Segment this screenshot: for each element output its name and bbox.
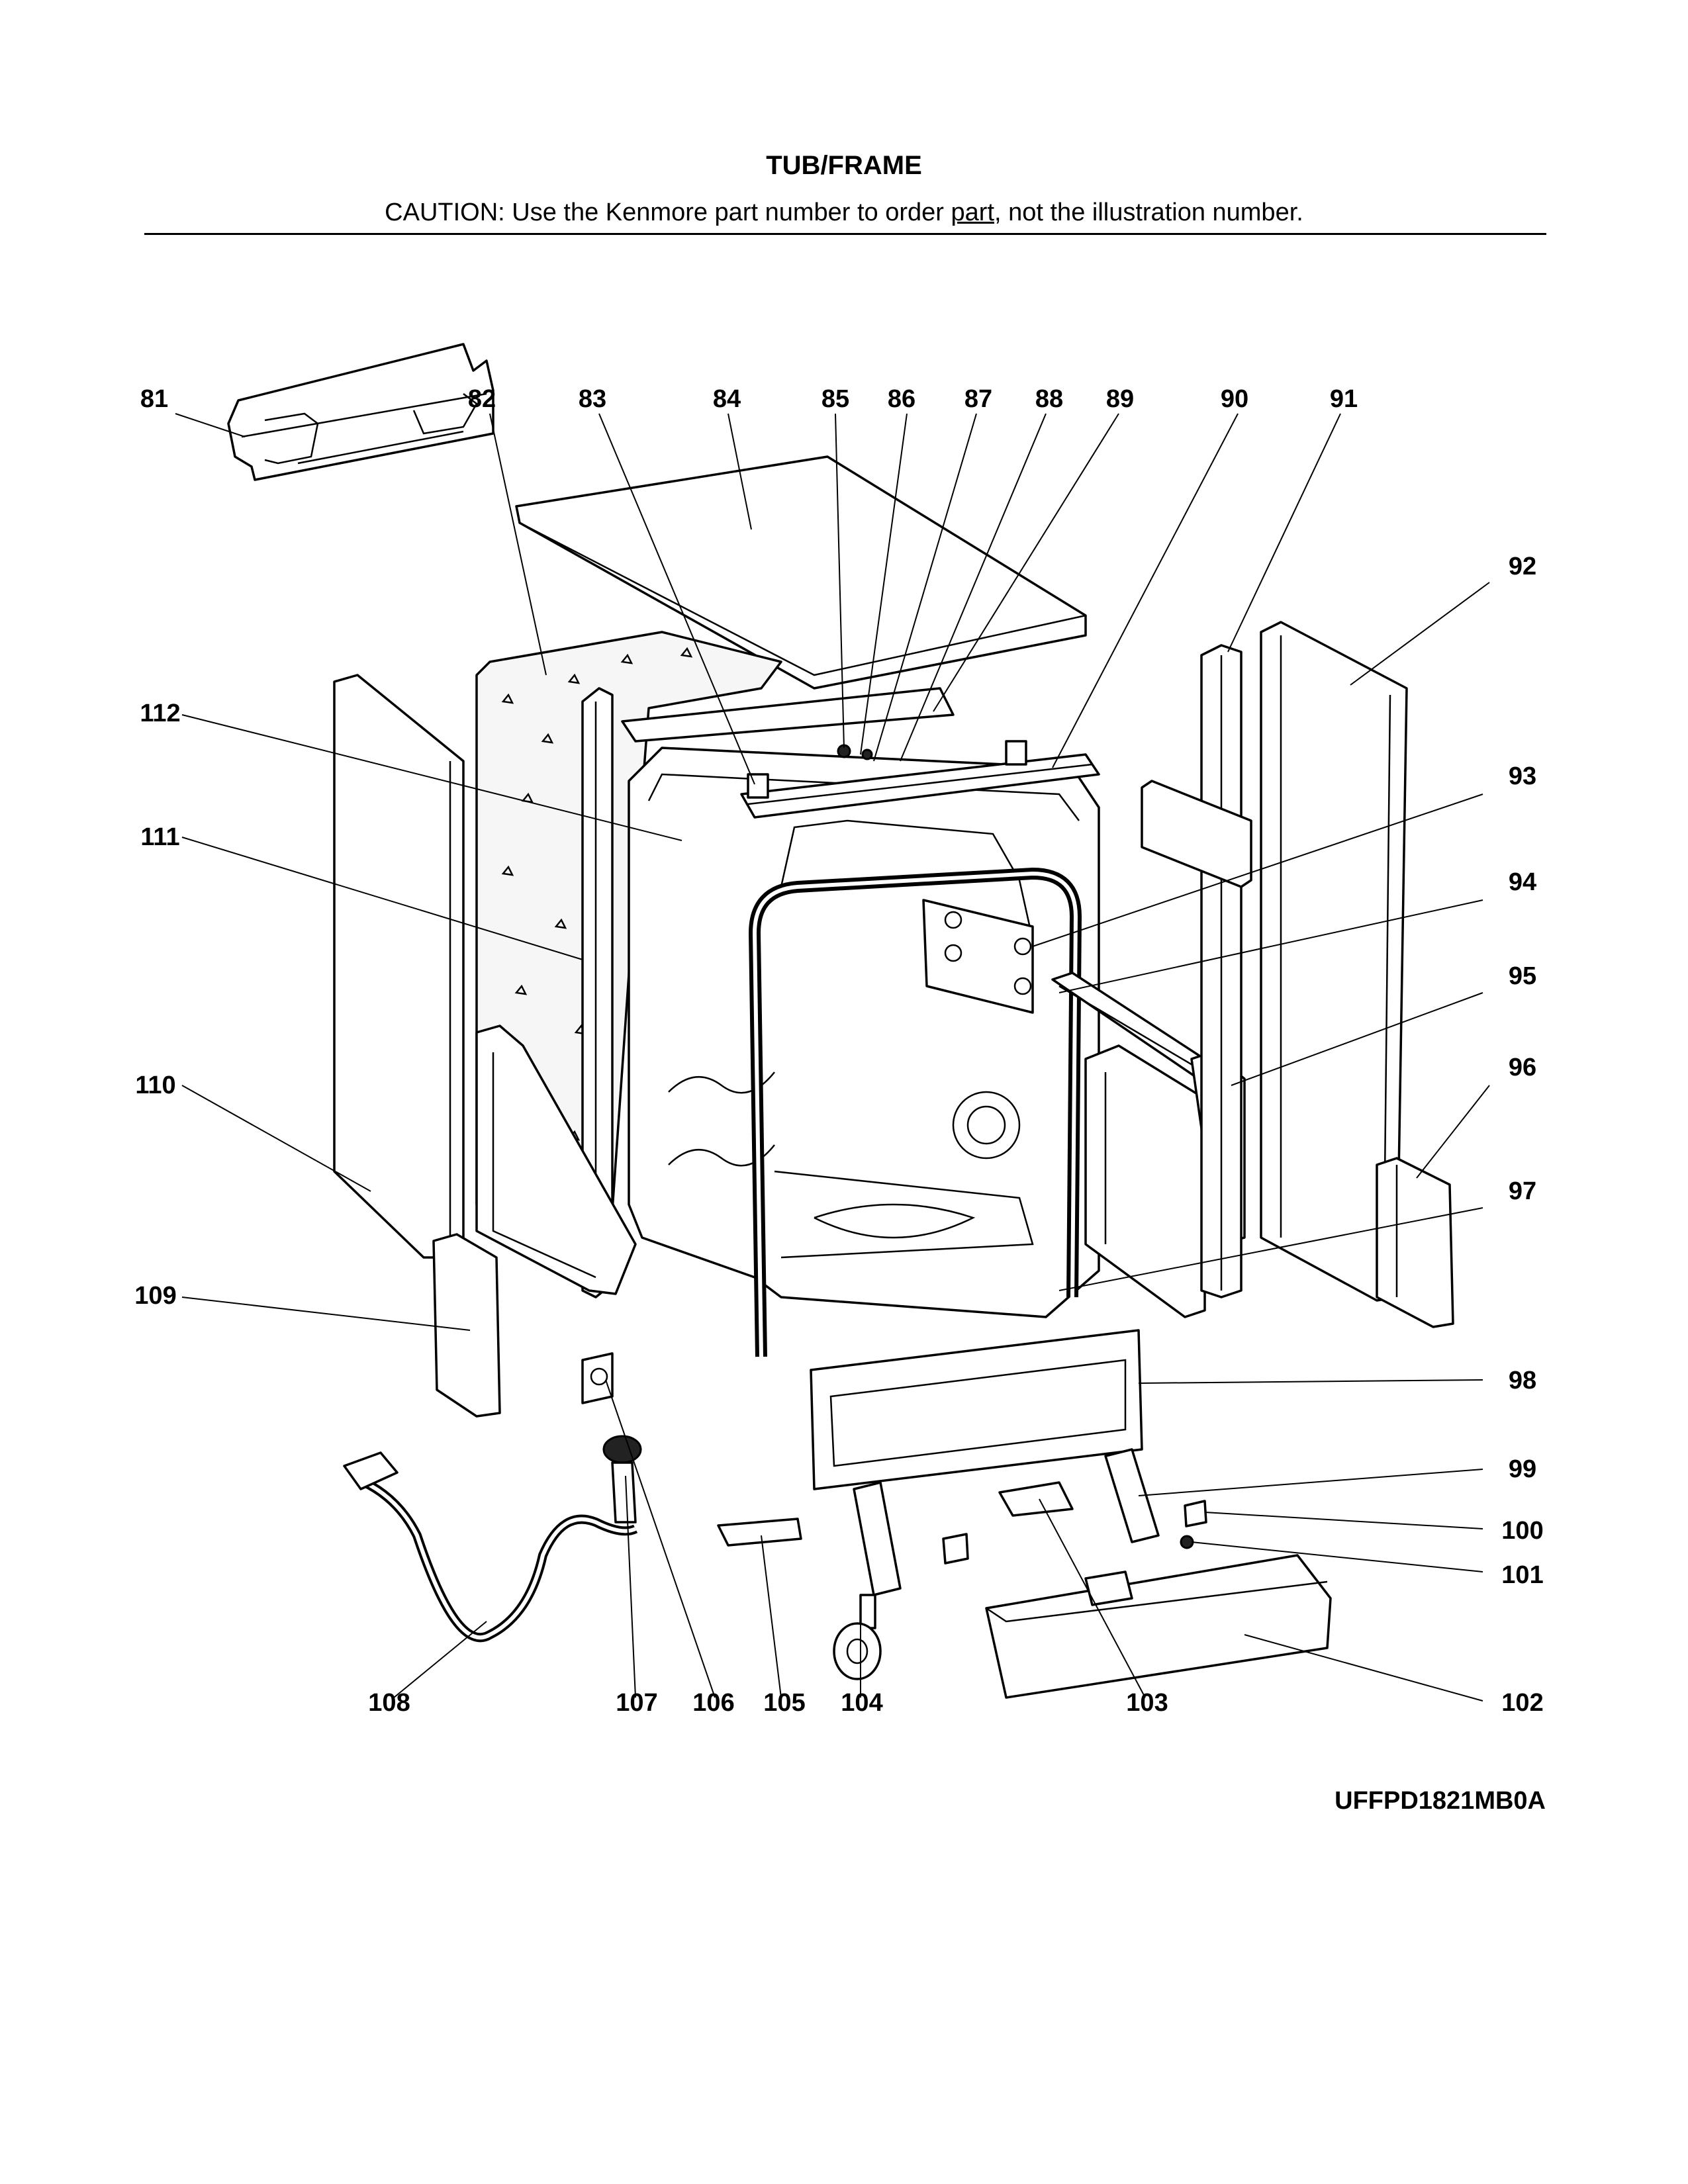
tub-body (628, 747, 1100, 1318)
callout-83: 83 (579, 385, 606, 413)
part-90-right-rail (1141, 644, 1252, 1298)
callout-93: 93 (1509, 762, 1536, 790)
callout-110: 110 (135, 1071, 175, 1099)
callout-99: 99 (1509, 1455, 1536, 1483)
callout-90: 90 (1221, 385, 1248, 413)
tub-top-frame (621, 687, 1100, 819)
callout-92: 92 (1509, 553, 1536, 580)
part-96-bracket (1376, 1157, 1454, 1328)
callout-106: 106 (692, 1689, 734, 1717)
part-99-leg-bracket (1104, 1448, 1160, 1543)
callout-105: 105 (763, 1689, 805, 1717)
part-102-kickplate (985, 1554, 1332, 1699)
part-105-bracket (717, 1518, 802, 1547)
callout-95: 95 (1509, 962, 1536, 990)
callout-102: 102 (1501, 1689, 1543, 1717)
callout-89: 89 (1106, 385, 1134, 413)
part-84-top-cover (515, 455, 1087, 690)
caution-part-link[interactable]: part (951, 199, 994, 226)
part-97-door-gasket (748, 867, 1082, 1357)
callout-94: 94 (1509, 868, 1536, 896)
callout-numbers: 81 82 83 84 85 86 87 88 89 90 91 92 93 9… (134, 385, 1543, 1717)
part-108-power-cord (343, 1451, 638, 1643)
part-111-frame-rail (475, 687, 637, 1298)
part-81-top-insulation (227, 343, 494, 481)
callout-87: 87 (964, 385, 992, 413)
leader-lines (175, 413, 1490, 1702)
callout-104: 104 (841, 1689, 882, 1717)
callout-91: 91 (1330, 385, 1358, 413)
part-109-access-panel (432, 1233, 501, 1418)
part-107-switch (602, 1435, 642, 1524)
part-100-clip (942, 1500, 1207, 1565)
callout-97: 97 (1509, 1177, 1536, 1205)
callout-108: 108 (368, 1689, 410, 1717)
part-106-switch-bracket (581, 1352, 614, 1404)
callout-82: 82 (468, 385, 496, 413)
callout-103: 103 (1126, 1689, 1168, 1717)
page-title: TUB/FRAME (766, 151, 922, 180)
caution-prefix: CAUTION: Use the Kenmore part number to … (385, 199, 951, 226)
callout-100: 100 (1501, 1517, 1543, 1545)
callout-98: 98 (1509, 1367, 1536, 1394)
callout-81: 81 (140, 385, 168, 413)
callout-88: 88 (1035, 385, 1063, 413)
callout-84: 84 (713, 385, 741, 413)
callout-101: 101 (1501, 1561, 1543, 1589)
part-104-leg-caster (833, 1481, 902, 1680)
callout-86: 86 (888, 385, 915, 413)
part-93-hinge-bracket (922, 899, 1034, 1014)
caution-note: CAUTION: Use the Kenmore part number to … (0, 199, 1688, 227)
header-divider (144, 233, 1546, 235)
part-103-bracket (998, 1481, 1074, 1517)
callout-85: 85 (821, 385, 849, 413)
model-code: UFFPD1821MB0A (1335, 1787, 1546, 1815)
part-110-left-side-panel (333, 674, 465, 1259)
callout-111: 111 (140, 823, 179, 851)
callout-107: 107 (616, 1689, 657, 1717)
callout-109: 109 (134, 1282, 176, 1310)
callout-112: 112 (140, 700, 180, 727)
caution-suffix: , not the illustration number. (994, 199, 1303, 226)
part-101-screw (1180, 1535, 1194, 1549)
part-98-kickplate-frame (810, 1329, 1143, 1490)
callout-96: 96 (1509, 1054, 1536, 1081)
